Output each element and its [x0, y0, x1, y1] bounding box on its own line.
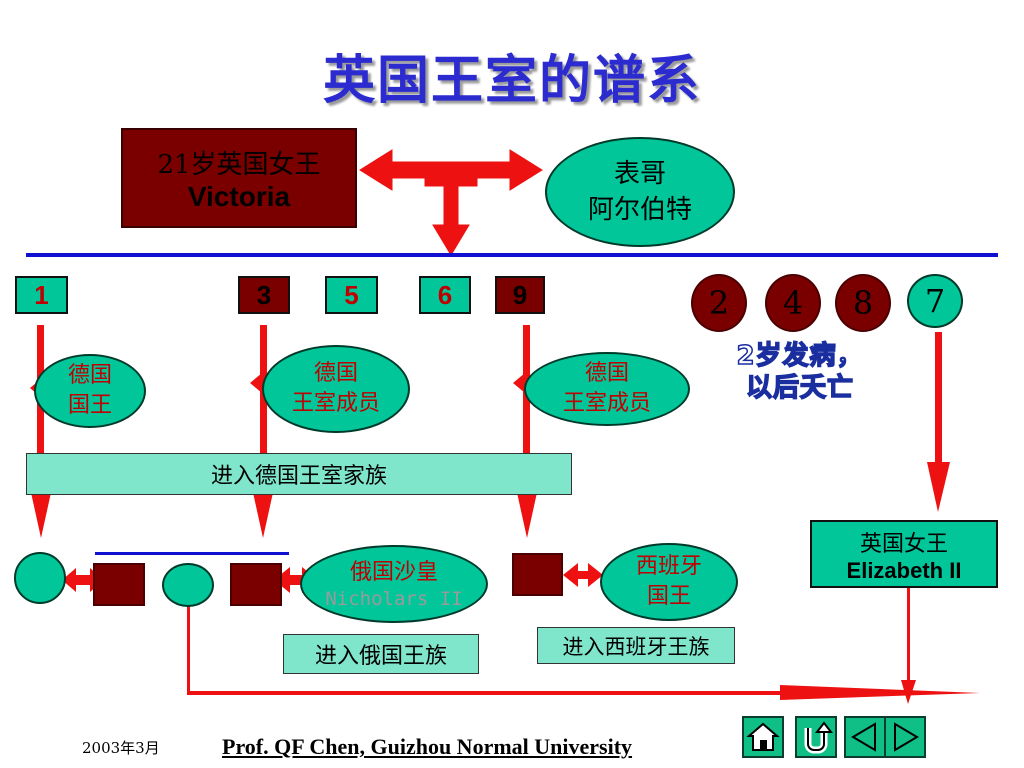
- band-spanish-royal-family: 进入西班牙王族: [537, 627, 735, 664]
- albert-label-1: 表哥: [613, 159, 666, 189]
- tsar-ellipse: 俄国沙皇 Nicholars II: [300, 545, 488, 623]
- victoria-label-en: Victoria: [187, 181, 291, 212]
- spouse-german-king: 德国 国王: [34, 354, 146, 428]
- child-2-circle: 2: [691, 274, 747, 332]
- spain-king-line1: 西班牙: [635, 554, 702, 579]
- tsar-label-en: Nicholars II: [325, 588, 463, 610]
- elizabeth-label-cn: 英国女王: [859, 532, 948, 557]
- albert-label-2: 阿尔伯特: [587, 195, 692, 225]
- previous-button[interactable]: [844, 716, 886, 758]
- footer-credit: Prof. QF Chen, Guizhou Normal University: [222, 734, 633, 759]
- spouse-german-king-2: 国王: [67, 393, 112, 418]
- spain-king-line2: 国王: [646, 584, 691, 609]
- grandchild-male-2: [230, 563, 282, 606]
- marriage-double-arrow: [359, 149, 543, 256]
- died-note: 2岁发病， 以后夭亡: [715, 340, 885, 404]
- return-button[interactable]: [795, 716, 837, 758]
- generation-line: [26, 253, 998, 257]
- albert-ellipse: 表哥 阿尔伯特: [545, 137, 735, 247]
- page-title: 英国王室的谱系: [322, 51, 701, 111]
- died-note-line1: 2岁发病，: [736, 340, 864, 372]
- footer-date: 2003年3月: [82, 739, 160, 757]
- child-5-box: 5: [325, 276, 378, 314]
- victoria-label-cn: 21岁英国女王: [157, 150, 321, 180]
- return-icon: [804, 721, 833, 754]
- spouse-german-royal-9: 德国 王室成员: [524, 352, 690, 426]
- grandchild-male-3: [512, 553, 563, 596]
- sibling-line: [95, 552, 289, 555]
- grandchild-female-2: [162, 563, 214, 607]
- child-3-box: 3: [238, 276, 290, 314]
- previous-icon: [851, 722, 876, 752]
- spouse-german-royal-3-line2: 王室成员: [291, 391, 380, 416]
- tsar-label-cn: 俄国沙皇: [349, 560, 438, 585]
- grandchild-male-1: [93, 563, 145, 606]
- home-icon: [746, 722, 780, 751]
- child-9-box: 9: [495, 276, 545, 314]
- home-button[interactable]: [742, 716, 784, 758]
- next-button[interactable]: [884, 716, 926, 758]
- band-german-royal-family: 进入德国王室家族: [26, 453, 572, 495]
- child-6-box: 6: [419, 276, 471, 314]
- victoria-box: 21岁英国女王 Victoria: [121, 128, 357, 228]
- band-russian-royal-family: 进入俄国王族: [283, 634, 479, 674]
- child-4-circle: 4: [765, 274, 821, 332]
- child-7-circle: 7: [907, 274, 963, 328]
- next-icon: [894, 722, 919, 752]
- spouse-german-royal-3: 德国 王室成员: [262, 345, 410, 433]
- child-8-circle: 8: [835, 274, 891, 332]
- spouse-german-royal-9-line2: 王室成员: [562, 391, 651, 416]
- spain-king-ellipse: 西班牙 国王: [600, 543, 738, 621]
- died-note-line2: 以后夭亡: [745, 372, 854, 404]
- grandchild-female-1: [14, 552, 66, 604]
- elizabeth-box: 英国女王 Elizabeth II: [810, 520, 998, 588]
- spouse-german-royal-3-line1: 德国: [313, 361, 358, 386]
- spouse-german-king-1: 德国: [67, 363, 112, 388]
- spouse-german-royal-9-line1: 德国: [584, 361, 629, 386]
- elizabeth-label-en: Elizabeth II: [846, 558, 962, 583]
- lineage-to-elizabeth: [187, 588, 980, 704]
- child-1-box: 1: [15, 276, 68, 314]
